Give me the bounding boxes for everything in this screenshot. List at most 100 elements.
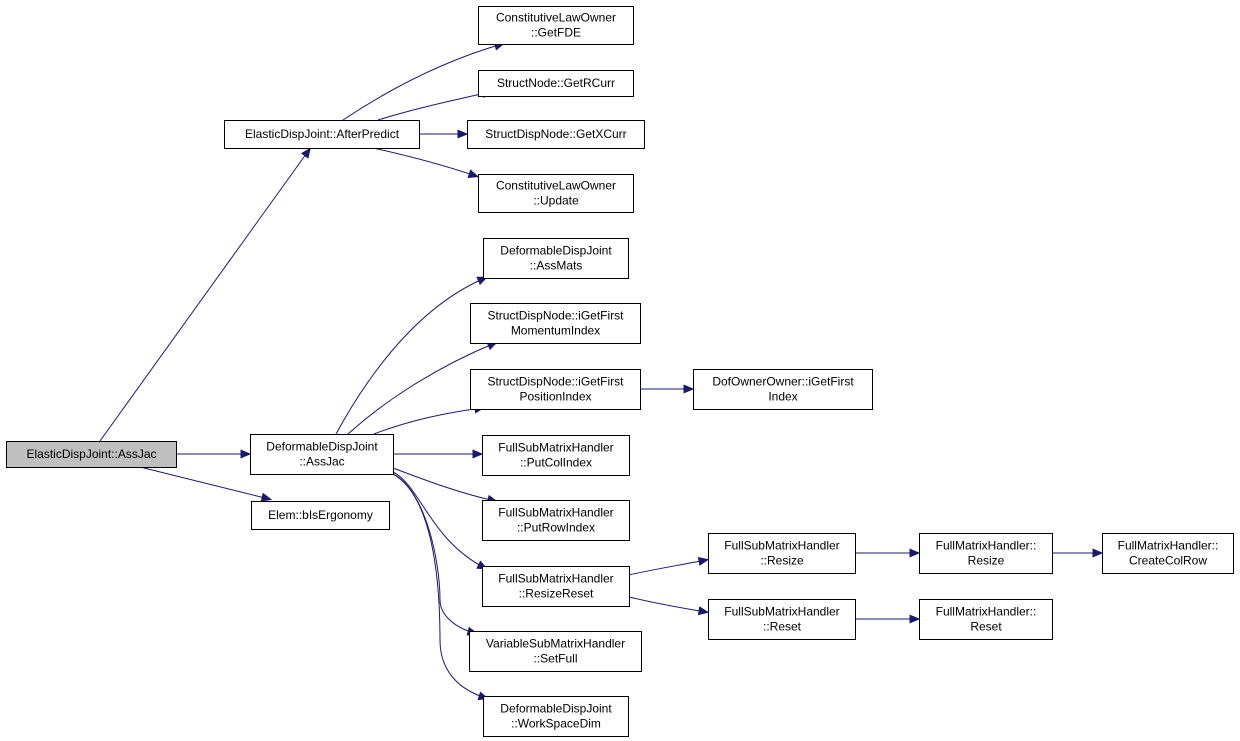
node-defassjac[interactable]: DeformableDispJoint::AssJac — [250, 434, 394, 475]
node-label: PositionIndex — [519, 390, 591, 404]
edge-root-to-defassjac — [176, 449, 252, 459]
edge-line — [139, 466, 270, 500]
node-label: ::Reset — [763, 620, 802, 634]
node-box — [482, 500, 630, 541]
node-box — [467, 120, 645, 149]
node-label: FullSubMatrixHandler — [724, 605, 839, 619]
node-label: DeformableDispJoint — [500, 244, 612, 258]
edge-line — [392, 471, 486, 569]
node-createcolrow[interactable]: FullMatrixHandler::CreateColRow — [1102, 533, 1234, 574]
node-label: StructDispNode::iGetFirst — [487, 375, 624, 389]
edge-defassjac-to-posidx — [373, 404, 486, 435]
node-setfull[interactable]: VariableSubMatrixHandler::SetFull — [469, 631, 642, 672]
node-assmats[interactable]: DeformableDispJoint::AssMats — [483, 238, 629, 279]
node-box — [478, 6, 634, 45]
edge-resizereset-to-fsresize — [628, 556, 710, 576]
node-label: FullSubMatrixHandler — [498, 441, 613, 455]
edge-line — [335, 277, 486, 435]
node-label: Resize — [968, 554, 1005, 568]
node-root: ElasticDispJoint::AssJac — [6, 441, 177, 468]
edge-afterpredict-to-getrcurr — [377, 89, 494, 121]
node-bisergonomy[interactable]: Elem::bIsErgonomy — [251, 501, 390, 530]
node-box — [1102, 533, 1234, 574]
node-getrcurr[interactable]: StructNode::GetRCurr — [478, 70, 634, 97]
node-box — [693, 369, 873, 410]
node-getfde[interactable]: ConstitutiveLawOwner::GetFDE — [478, 6, 634, 45]
node-label: ::AssMats — [530, 259, 583, 273]
node-label: FullSubMatrixHandler — [498, 572, 613, 586]
arrowhead — [240, 449, 252, 459]
node-afterpredict[interactable]: ElasticDispJoint::AfterPredict — [224, 120, 420, 149]
node-resizereset[interactable]: FullSubMatrixHandler::ResizeReset — [482, 566, 630, 607]
edge-line — [392, 467, 496, 502]
node-box — [482, 566, 630, 607]
edge-line — [342, 43, 503, 121]
edge-root-to-afterpredict — [99, 147, 311, 442]
node-label: ElasticDispJoint::AfterPredict — [245, 127, 400, 141]
edge-afterpredict-to-clupdate — [372, 147, 480, 178]
arrowhead — [697, 556, 710, 566]
node-label: FullMatrixHandler:: — [1118, 539, 1219, 553]
node-label: DeformableDispJoint — [266, 440, 378, 454]
node-label: FullMatrixHandler:: — [936, 605, 1037, 619]
node-label: ::PutColIndex — [520, 456, 592, 470]
node-box — [708, 533, 856, 574]
edge-afterpredict-to-getxcurr — [419, 129, 469, 139]
node-label: ConstitutiveLawOwner — [496, 179, 616, 193]
node-box — [919, 533, 1053, 574]
node-putcol[interactable]: FullSubMatrixHandler::PutColIndex — [482, 435, 630, 476]
arrowhead — [909, 614, 921, 624]
edge-defassjac-to-putcol — [393, 449, 484, 459]
arrowhead — [697, 606, 710, 616]
node-fmresize[interactable]: FullMatrixHandler::Resize — [919, 533, 1053, 574]
node-label: ::PutRowIndex — [517, 521, 595, 535]
node-label: Index — [768, 390, 797, 404]
node-box — [251, 501, 390, 530]
node-label: ::SetFull — [533, 652, 577, 666]
edge-posidx-to-dofidx — [640, 384, 695, 394]
node-label: FullMatrixHandler:: — [936, 539, 1037, 553]
node-box — [470, 303, 641, 344]
edge-fsreset-to-fmreset — [855, 614, 921, 624]
node-fsresize[interactable]: FullSubMatrixHandler::Resize — [708, 533, 856, 574]
edge-line — [392, 473, 487, 699]
node-label: ::WorkSpaceDim — [511, 717, 601, 731]
node-putrow[interactable]: FullSubMatrixHandler::PutRowIndex — [482, 500, 630, 541]
arrowhead — [467, 169, 480, 178]
node-label: Elem::bIsErgonomy — [268, 508, 373, 522]
edge-line — [628, 559, 707, 576]
arrowhead — [683, 384, 695, 394]
node-label: CreateColRow — [1129, 554, 1207, 568]
edge-root-to-bisergonomy — [139, 466, 273, 502]
node-label: FullSubMatrixHandler — [724, 539, 839, 553]
edge-line — [373, 407, 483, 435]
arrowhead — [472, 449, 484, 459]
node-box — [483, 696, 629, 737]
node-fmreset[interactable]: FullMatrixHandler::Reset — [919, 599, 1053, 640]
node-box — [224, 120, 420, 149]
node-getxcurr[interactable]: StructDispNode::GetXCurr — [467, 120, 645, 149]
node-label: ElasticDispJoint::AssJac — [26, 447, 156, 461]
arrowhead — [1092, 548, 1104, 558]
node-label: ::GetFDE — [531, 26, 581, 40]
node-clupdate[interactable]: ConstitutiveLawOwner::Update — [478, 174, 634, 213]
node-label: FullSubMatrixHandler — [498, 506, 613, 520]
node-label: ConstitutiveLawOwner — [496, 11, 616, 25]
edge-resizereset-to-fsreset — [628, 596, 710, 616]
node-label: VariableSubMatrixHandler — [486, 637, 625, 651]
node-wsdim[interactable]: DeformableDispJoint::WorkSpaceDim — [483, 696, 629, 737]
arrowhead — [457, 129, 469, 139]
node-label: Reset — [970, 620, 1002, 634]
node-label: ::AssJac — [299, 455, 344, 469]
node-box — [470, 369, 641, 410]
node-box — [478, 174, 634, 213]
call-nodes: ElasticDispJoint::AssJac ElasticDispJoint… — [6, 6, 1234, 737]
node-box — [250, 434, 394, 475]
edge-fsresize-to-fmresize — [855, 548, 921, 558]
node-fsreset[interactable]: FullSubMatrixHandler::Reset — [708, 599, 856, 640]
arrowhead — [260, 492, 273, 502]
